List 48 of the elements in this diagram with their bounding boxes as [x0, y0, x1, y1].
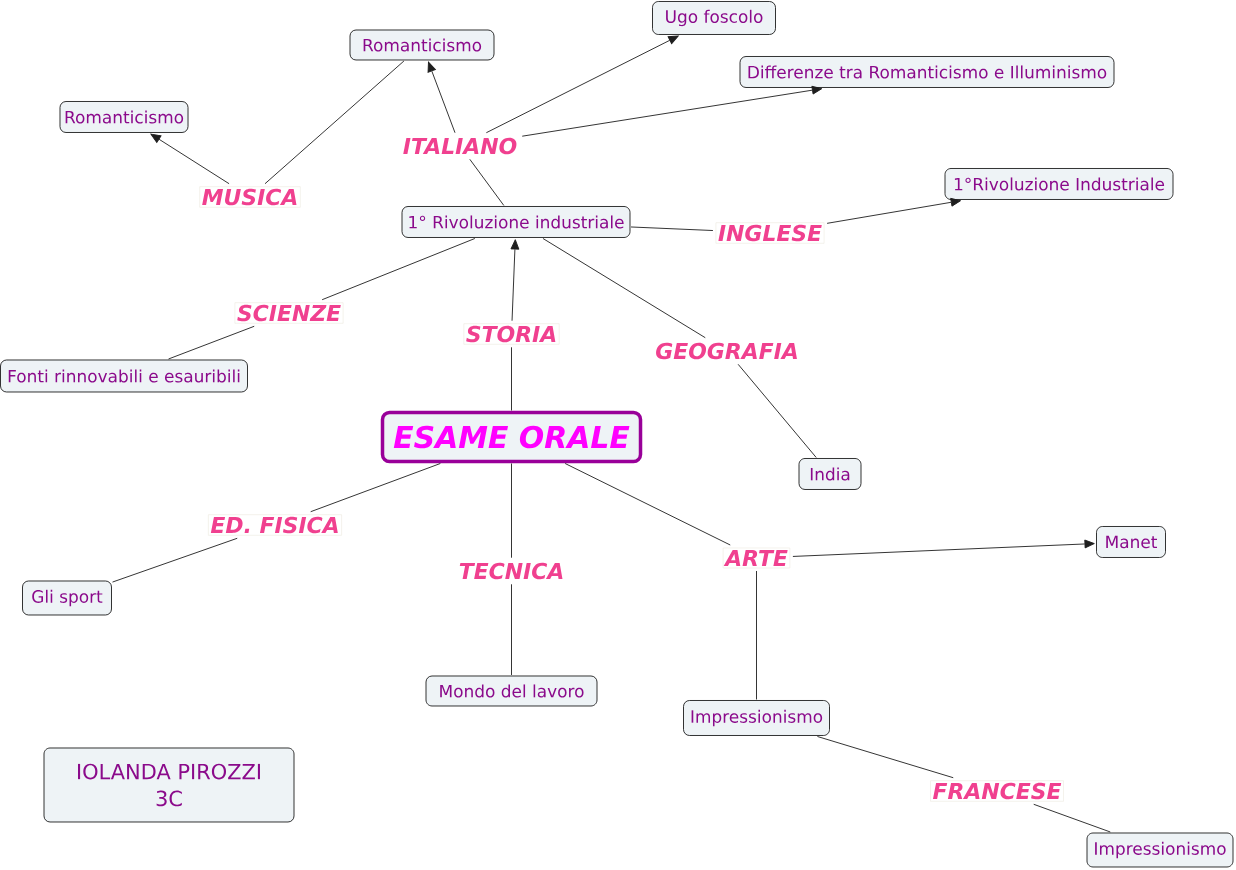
linking-phrase: SCIENZE [234, 302, 344, 324]
linking-phrase: GEOGRAFIA [653, 340, 801, 362]
connector-line [737, 363, 817, 458]
concept-box: 1°Rivoluzione Industriale [944, 168, 1174, 200]
arrow [521, 85, 823, 137]
connector-line [511, 583, 512, 676]
concept-box: Romanticismo [59, 101, 189, 133]
arrow [792, 539, 1095, 557]
concept-box: Ugo foscolo [652, 1, 776, 35]
connector-line [511, 463, 512, 559]
linking-phrase: STORIA [463, 323, 560, 345]
concept-box: Mondo del lavoro [425, 675, 598, 707]
linking-phrase: ED. FISICA [208, 514, 342, 536]
concept-box: Impressionismo [683, 700, 830, 736]
linking-phrase: ARTE [722, 547, 791, 569]
connector-line [1033, 803, 1111, 833]
linking-phrase: TECNICA [456, 560, 567, 582]
linking-phrase: INGLESE [715, 222, 825, 244]
arrow [485, 35, 679, 134]
linking-phrase: FRANCESE [930, 780, 1064, 802]
linking-phrase: MUSICA [199, 186, 301, 208]
connector-line [816, 736, 954, 779]
concept-box: Differenze tra Romanticismo e Illuminismo [739, 56, 1115, 88]
concept-box: Impressionismo [1086, 832, 1234, 868]
concept-box: Romanticismo [349, 29, 495, 61]
connector-line [469, 158, 505, 206]
name-box: IOLANDA PIROZZI 3C [43, 747, 295, 823]
arrow [826, 197, 961, 224]
concept-box: 1° Rivoluzione industriale [401, 206, 631, 238]
connector-line [511, 346, 512, 411]
connector-line [321, 238, 476, 301]
connector-line [168, 325, 255, 360]
arrow [427, 61, 456, 134]
connector-line [756, 570, 757, 700]
connector-line [542, 238, 706, 339]
connector-line [564, 463, 731, 546]
arrow [150, 133, 230, 185]
connector-line [112, 537, 238, 583]
linking-phrase: ITALIANO [400, 135, 520, 157]
central-topic-box: ESAME ORALE [380, 410, 643, 464]
connector-line [630, 226, 714, 231]
concept-box: Manet [1096, 526, 1166, 558]
concept-box: India [798, 458, 862, 490]
connector-line [264, 60, 405, 185]
concept-box: Gli sport [22, 580, 112, 616]
connector-line [310, 463, 441, 513]
arrow [510, 239, 520, 322]
concept-box: Fonti rinnovabili e esauribili [0, 359, 248, 393]
